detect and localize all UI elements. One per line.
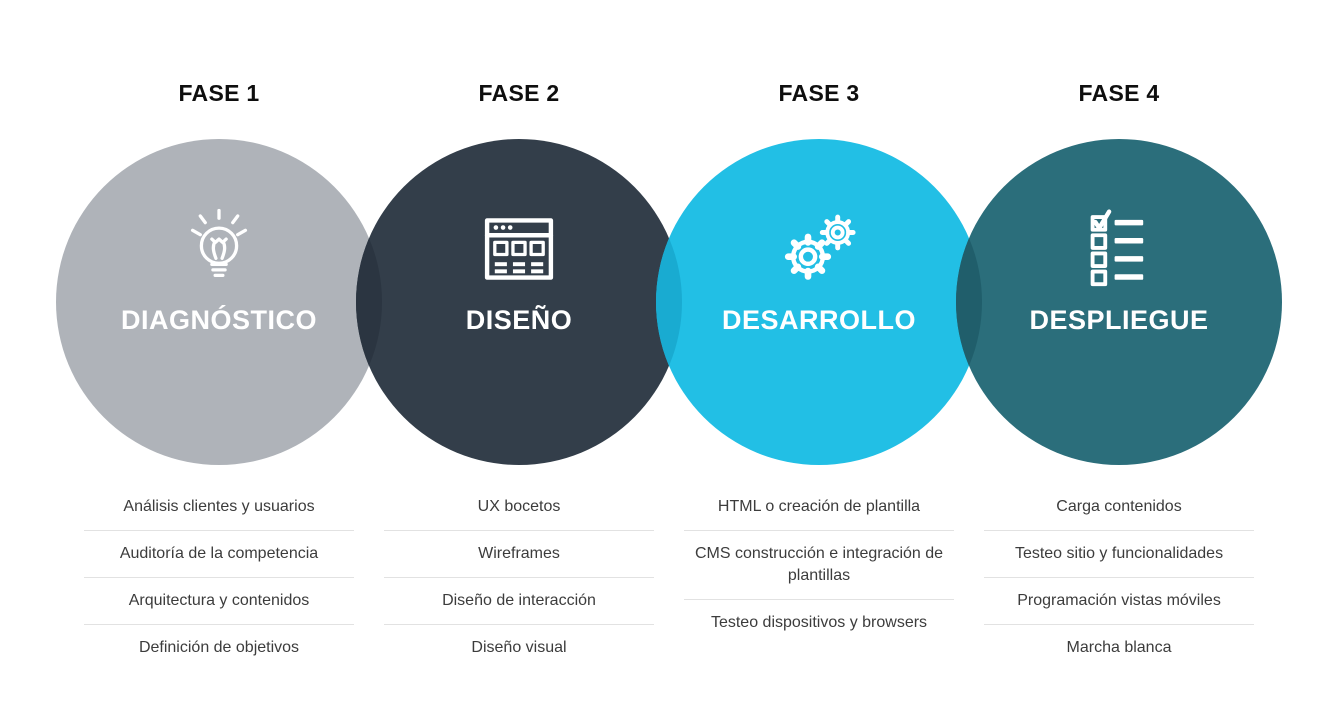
list-item: Auditoría de la competencia bbox=[84, 531, 354, 578]
diseno-circle: DISEÑO bbox=[356, 139, 682, 465]
list-item: Carga contenidos bbox=[984, 484, 1254, 531]
list-item: Arquitectura y contenidos bbox=[84, 578, 354, 625]
desarrollo-circle: DESARROLLO bbox=[656, 139, 982, 465]
gears-icon bbox=[784, 214, 856, 280]
list-item: CMS construcción e integración de planti… bbox=[684, 531, 954, 600]
list-item: Diseño visual bbox=[471, 639, 567, 656]
fase-4-label: FASE 4 bbox=[1078, 80, 1160, 106]
list-item: Testeo dispositivos y browsers bbox=[710, 614, 928, 631]
fase-2-label: FASE 2 bbox=[478, 80, 560, 106]
list-item: Testeo sitio y funcionalidades bbox=[984, 531, 1254, 578]
desarrollo-title: DESARROLLO bbox=[722, 305, 916, 335]
diseno-task-list: UX bocetos Wireframes Diseño de interacc… bbox=[384, 484, 654, 671]
fase-1-label: FASE 1 bbox=[178, 80, 260, 106]
list-item: Marcha blanca bbox=[1066, 639, 1172, 656]
list-item: Programación vistas móviles bbox=[984, 578, 1254, 625]
list-item: HTML o creación de plantilla bbox=[684, 484, 954, 531]
diagnostico-circle: DIAGNÓSTICO bbox=[56, 139, 382, 465]
desarrollo-task-list: HTML o creación de plantilla CMS constru… bbox=[684, 484, 954, 646]
lightbulb-icon bbox=[190, 208, 248, 278]
checklist-icon bbox=[1090, 209, 1144, 287]
diseno-title: DISEÑO bbox=[465, 305, 573, 335]
list-item: Wireframes bbox=[384, 531, 654, 578]
list-item: Análisis clientes y usuarios bbox=[84, 484, 354, 531]
despliegue-circle: DESPLIEGUE bbox=[956, 139, 1282, 465]
browser-wireframe-icon bbox=[484, 218, 554, 280]
list-item: Definición de objetivos bbox=[138, 639, 300, 656]
diagnostico-task-list: Análisis clientes y usuarios Auditoría d… bbox=[84, 484, 354, 671]
fase-3-label: FASE 3 bbox=[778, 80, 860, 106]
despliegue-task-list: Carga contenidos Testeo sitio y funciona… bbox=[984, 484, 1254, 671]
despliegue-title: DESPLIEGUE bbox=[1029, 305, 1209, 335]
list-item: UX bocetos bbox=[384, 484, 654, 531]
diagnostico-title: DIAGNÓSTICO bbox=[120, 305, 317, 335]
list-item: Diseño de interacción bbox=[384, 578, 654, 625]
